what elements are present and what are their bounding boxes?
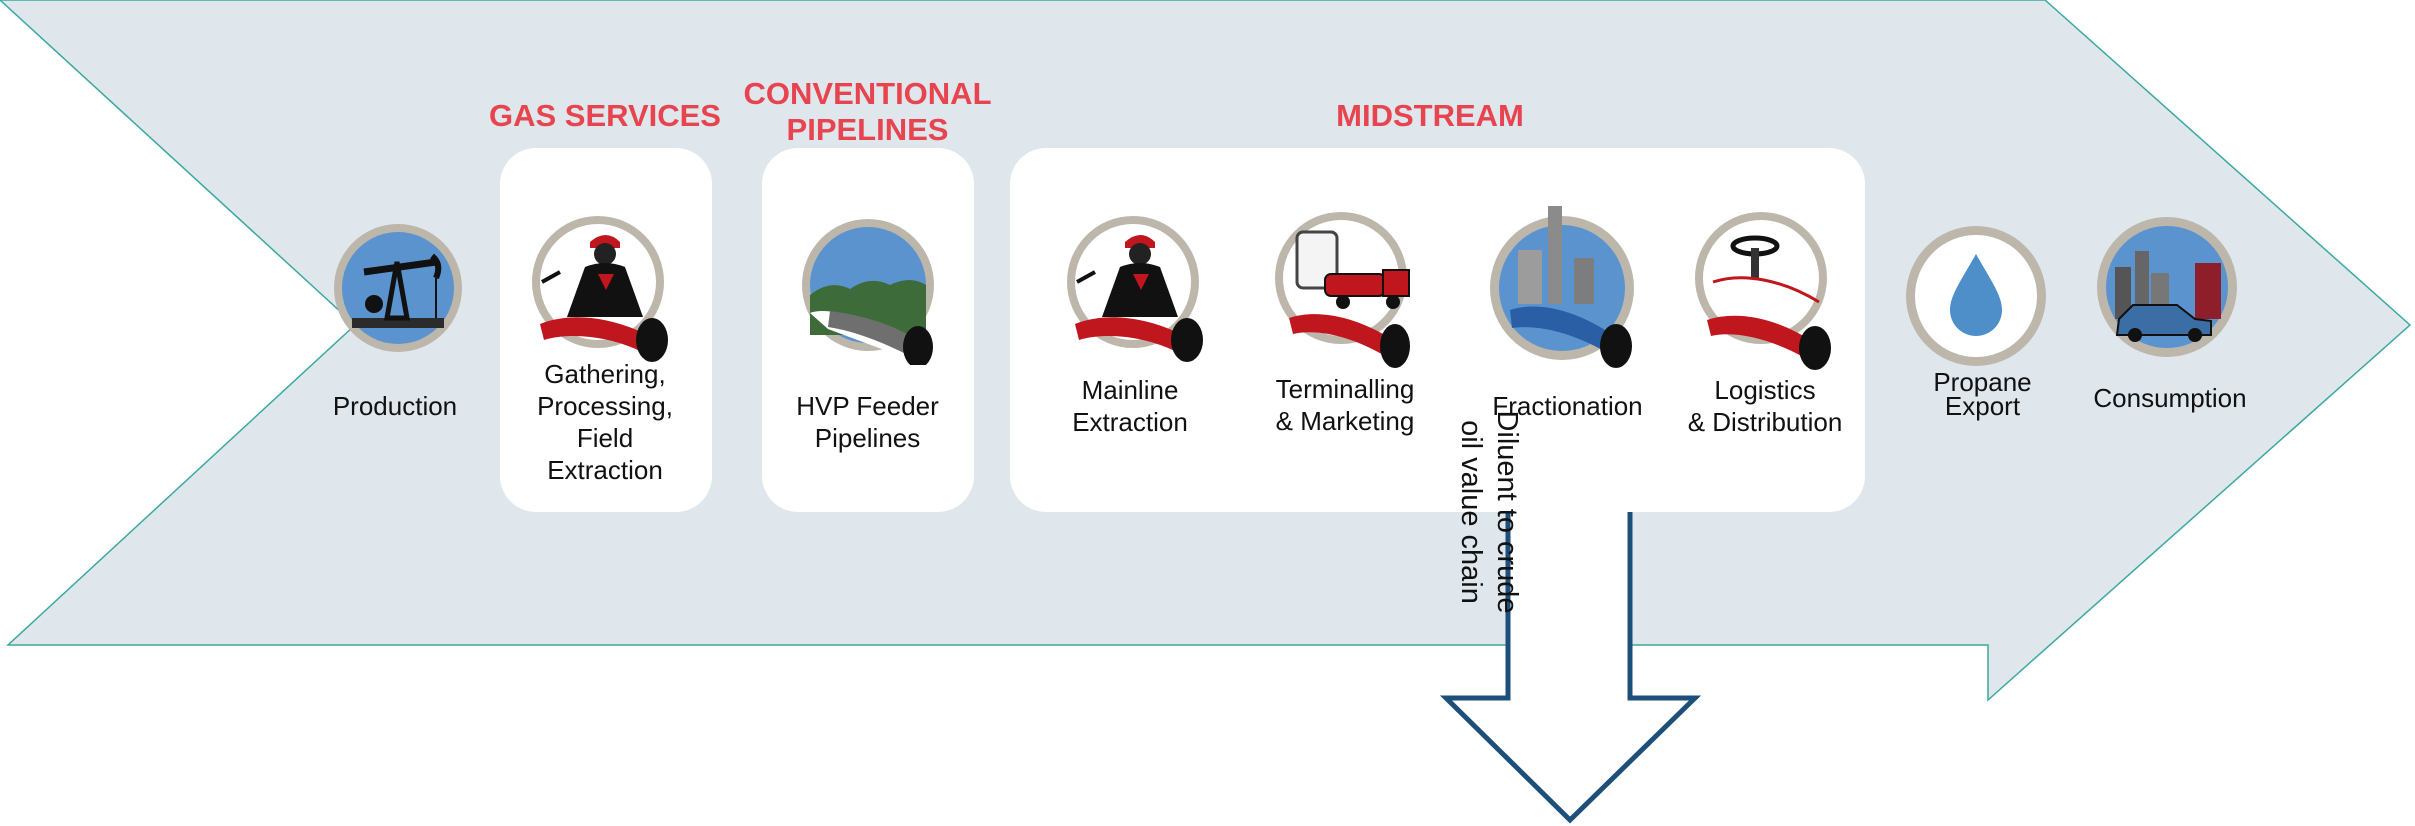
stage-label-fractionation: Fractionation (1492, 391, 1643, 421)
diluent-arrow-label: Diluent to crude oil value chain (1455, 410, 1523, 614)
pumpjack-icon (334, 224, 462, 352)
heading-gas-services: GAS SERVICES (488, 98, 721, 133)
stage-label-gathering: Gathering, Processing, Field Extraction (537, 359, 673, 485)
worker-pipeline-icon (1067, 216, 1203, 362)
stage-label-logistics: Logistics & Distribution (1687, 375, 1843, 437)
stage-label-hvp-feeder: HVP Feeder Pipelines (796, 391, 939, 453)
worker-pipeline-icon (532, 216, 668, 362)
stage-label-production: Production (332, 391, 458, 421)
city-car-icon (2097, 217, 2237, 357)
tanker-truck-icon (1275, 212, 1410, 368)
refinery-icon (1490, 206, 1634, 368)
heading-midstream: MIDSTREAM (1336, 98, 1524, 133)
droplet-icon (1906, 226, 2046, 366)
heading-conventional-pipelines: CONVENTIONAL PIPELINES (743, 76, 992, 147)
stage-label-terminalling: Terminalling & Marketing (1275, 374, 1415, 436)
diluent-arrow-shape (1439, 485, 1702, 824)
stage-label-consumption: Consumption (2093, 383, 2247, 413)
stage-label-propane-export: Propane Export (1933, 367, 2032, 421)
stage-label-mainline-extraction: Mainline Extraction (1072, 375, 1188, 437)
valve-pipeline-icon (1695, 212, 1831, 370)
pipeline-landscape-icon (802, 219, 934, 365)
